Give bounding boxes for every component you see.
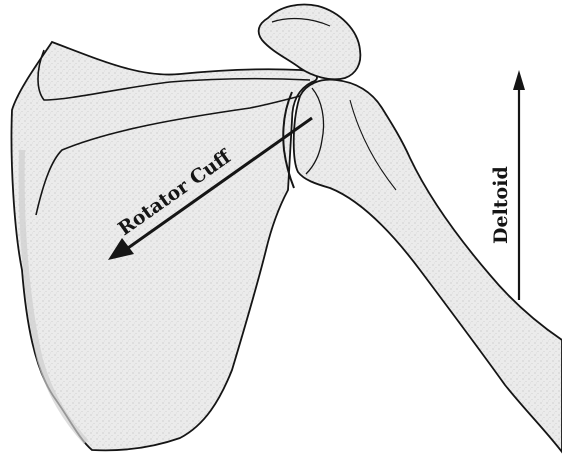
humerus [294,80,562,452]
deltoid-arrow [513,70,525,300]
deltoid-label: Deltoid [490,166,512,244]
acromion [259,5,361,80]
